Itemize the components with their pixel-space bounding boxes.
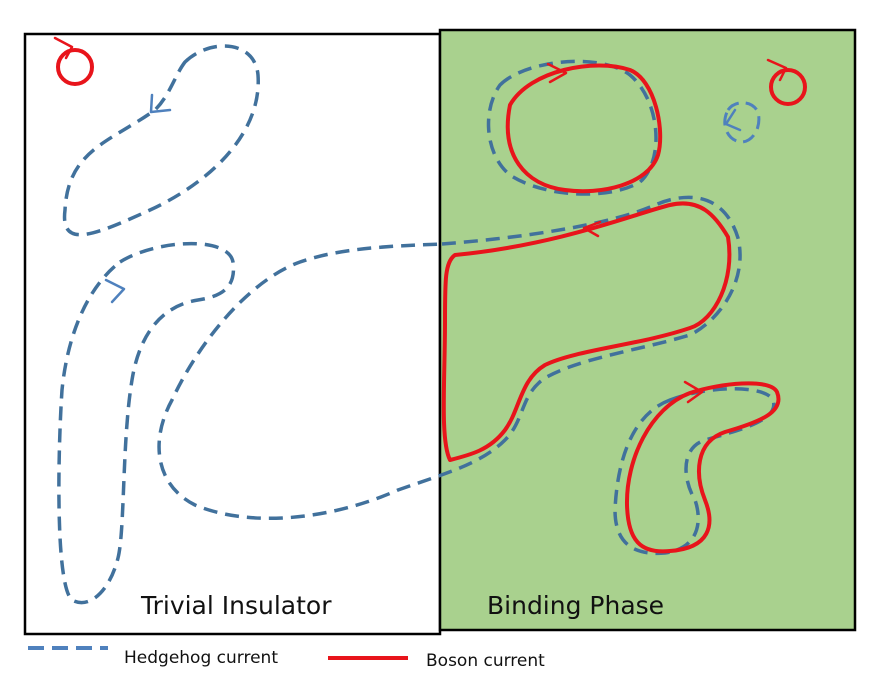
trivial-insulator-label: Trivial Insulator [140, 591, 332, 620]
boson-arrow-top [546, 62, 568, 84]
boson-loop-top-right [505, 63, 663, 194]
hedgehog-loop-crossing [157, 195, 742, 521]
hedgehog-arrow-left [104, 278, 126, 304]
hedgehog-arrow-small [724, 108, 742, 132]
hedgehog-loop-top-right [486, 59, 658, 196]
boson-arrow-small-right [766, 58, 788, 82]
boson-legend-label: Boson current [426, 651, 545, 671]
boson-arrow-bottom [683, 380, 704, 404]
boson-small-loop-left [56, 48, 94, 86]
trivial-insulator-region [23, 32, 442, 636]
boson-arrow-small-left [53, 36, 74, 60]
binding-phase-label: Binding Phase [487, 591, 664, 620]
boson-small-loop-right [769, 68, 807, 106]
boson-arrow-large [582, 220, 602, 238]
binding-phase-region [438, 28, 857, 632]
boson-loop-bottom-right [624, 381, 781, 554]
hedgehog-loop-left-finger [57, 241, 236, 605]
hedgehog-legend-label: Hedgehog current [124, 648, 278, 668]
boson-loop-large [441, 201, 732, 462]
hedgehog-arrow-upper [149, 93, 172, 114]
